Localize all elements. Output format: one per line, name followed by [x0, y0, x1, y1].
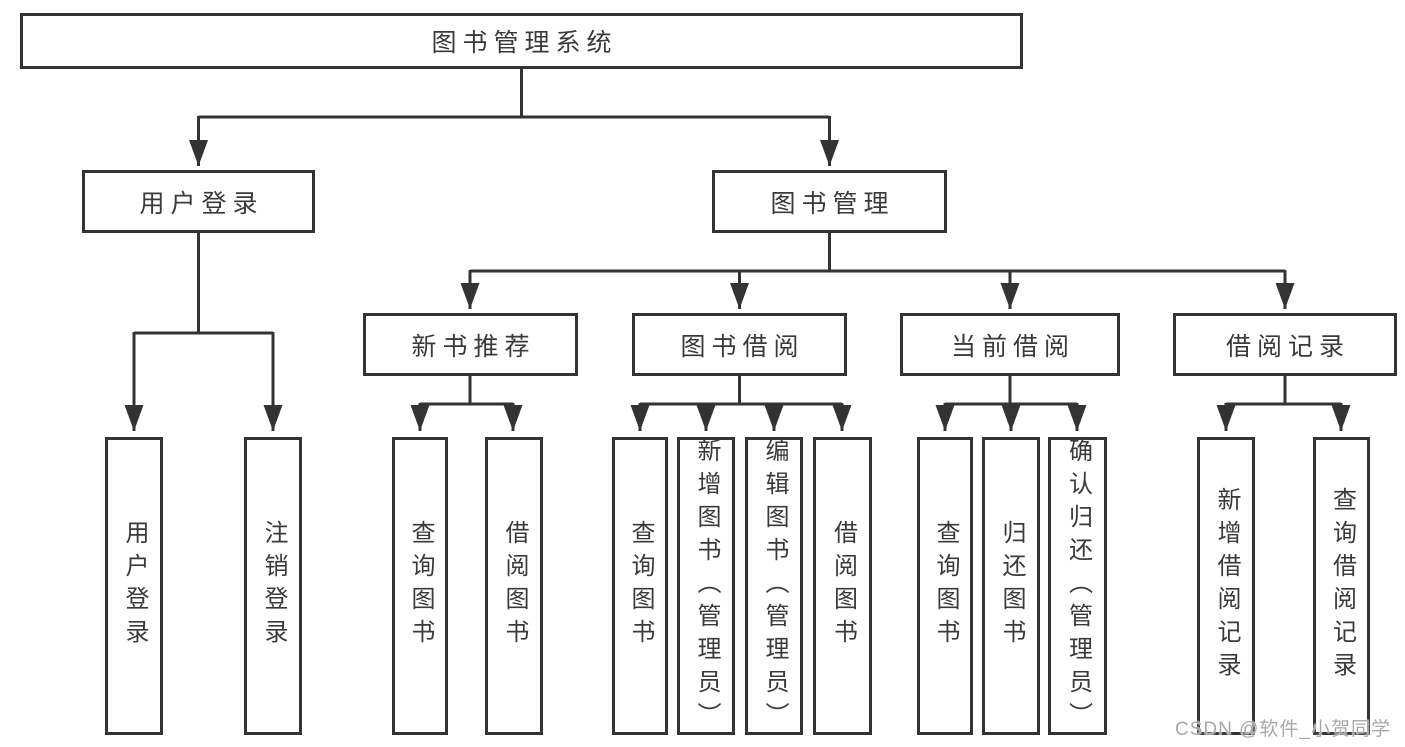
- node-label: 注销登录: [260, 520, 287, 652]
- node-current-borrow: 当前借阅: [900, 313, 1120, 376]
- leaf-borrow-add-books-admin: 新增图书（管理员）: [677, 437, 735, 735]
- connector-book-management-children: [460, 233, 1295, 309]
- connector-user-login-children: [124, 233, 283, 431]
- node-label: 编辑图书（管理员）: [761, 437, 788, 735]
- leaf-user-login: 用户登录: [105, 437, 163, 735]
- leaf-borrow-query-books: 查询图书: [612, 437, 668, 735]
- node-book-management: 图书管理: [712, 170, 947, 233]
- node-new-book-recommend: 新书推荐: [363, 313, 578, 376]
- leaf-current-query-books: 查询图书: [917, 437, 973, 735]
- leaf-borrow-edit-books-admin: 编辑图书（管理员）: [745, 437, 803, 735]
- node-label: 图书管理系统: [431, 29, 618, 57]
- node-label: 确认归还（管理员）: [1064, 437, 1092, 735]
- connector-borrow-record-children: [1216, 376, 1351, 431]
- node-borrow-records: 借阅记录: [1173, 313, 1397, 376]
- leaf-current-confirm-return-admin: 确认归还（管理员）: [1048, 437, 1107, 735]
- node-label: 查询图书: [932, 520, 959, 652]
- node-label: 新书推荐: [411, 332, 536, 361]
- node-label: 借阅图书: [829, 520, 857, 652]
- node-label: 新增借阅记录: [1213, 487, 1240, 685]
- node-label: 用户登录: [139, 189, 264, 218]
- connector-new-book-children: [410, 376, 523, 431]
- node-label: 归还图书: [998, 520, 1025, 652]
- node-user-login: 用户登录: [82, 170, 315, 233]
- node-label: 查询图书: [407, 520, 434, 652]
- leaf-newbook-query-books: 查询图书: [392, 437, 448, 735]
- connector-current-borrow-children: [935, 376, 1087, 431]
- leaf-borrow-borrow-books: 借阅图书: [813, 437, 872, 735]
- node-label: 查询图书: [627, 520, 654, 652]
- node-label: 图书管理: [770, 189, 895, 218]
- leaf-record-query-borrow-record: 查询借阅记录: [1313, 437, 1370, 735]
- leaf-record-add-borrow-record: 新增借阅记录: [1197, 437, 1255, 735]
- node-book-borrow: 图书借阅: [632, 313, 847, 376]
- leaf-current-return-books: 归还图书: [982, 437, 1040, 735]
- node-root-system: 图书管理系统: [20, 13, 1023, 69]
- leaf-newbook-borrow-books: 借阅图书: [485, 437, 543, 735]
- node-label: 图书借阅: [680, 332, 805, 361]
- node-label: 当前借阅: [950, 332, 1075, 361]
- connector-root-to-level2: [189, 69, 839, 166]
- leaf-logout-login: 注销登录: [244, 437, 302, 735]
- node-label: 查询借阅记录: [1328, 487, 1356, 685]
- node-label: 借阅记录: [1225, 332, 1350, 361]
- watermark: CSDN @软件_小贺同学: [1175, 719, 1391, 740]
- node-label: 借阅图书: [501, 520, 528, 652]
- node-label: 新增图书（管理员）: [693, 437, 720, 735]
- connector-book-borrow-children: [630, 376, 852, 431]
- node-label: 用户登录: [121, 520, 148, 652]
